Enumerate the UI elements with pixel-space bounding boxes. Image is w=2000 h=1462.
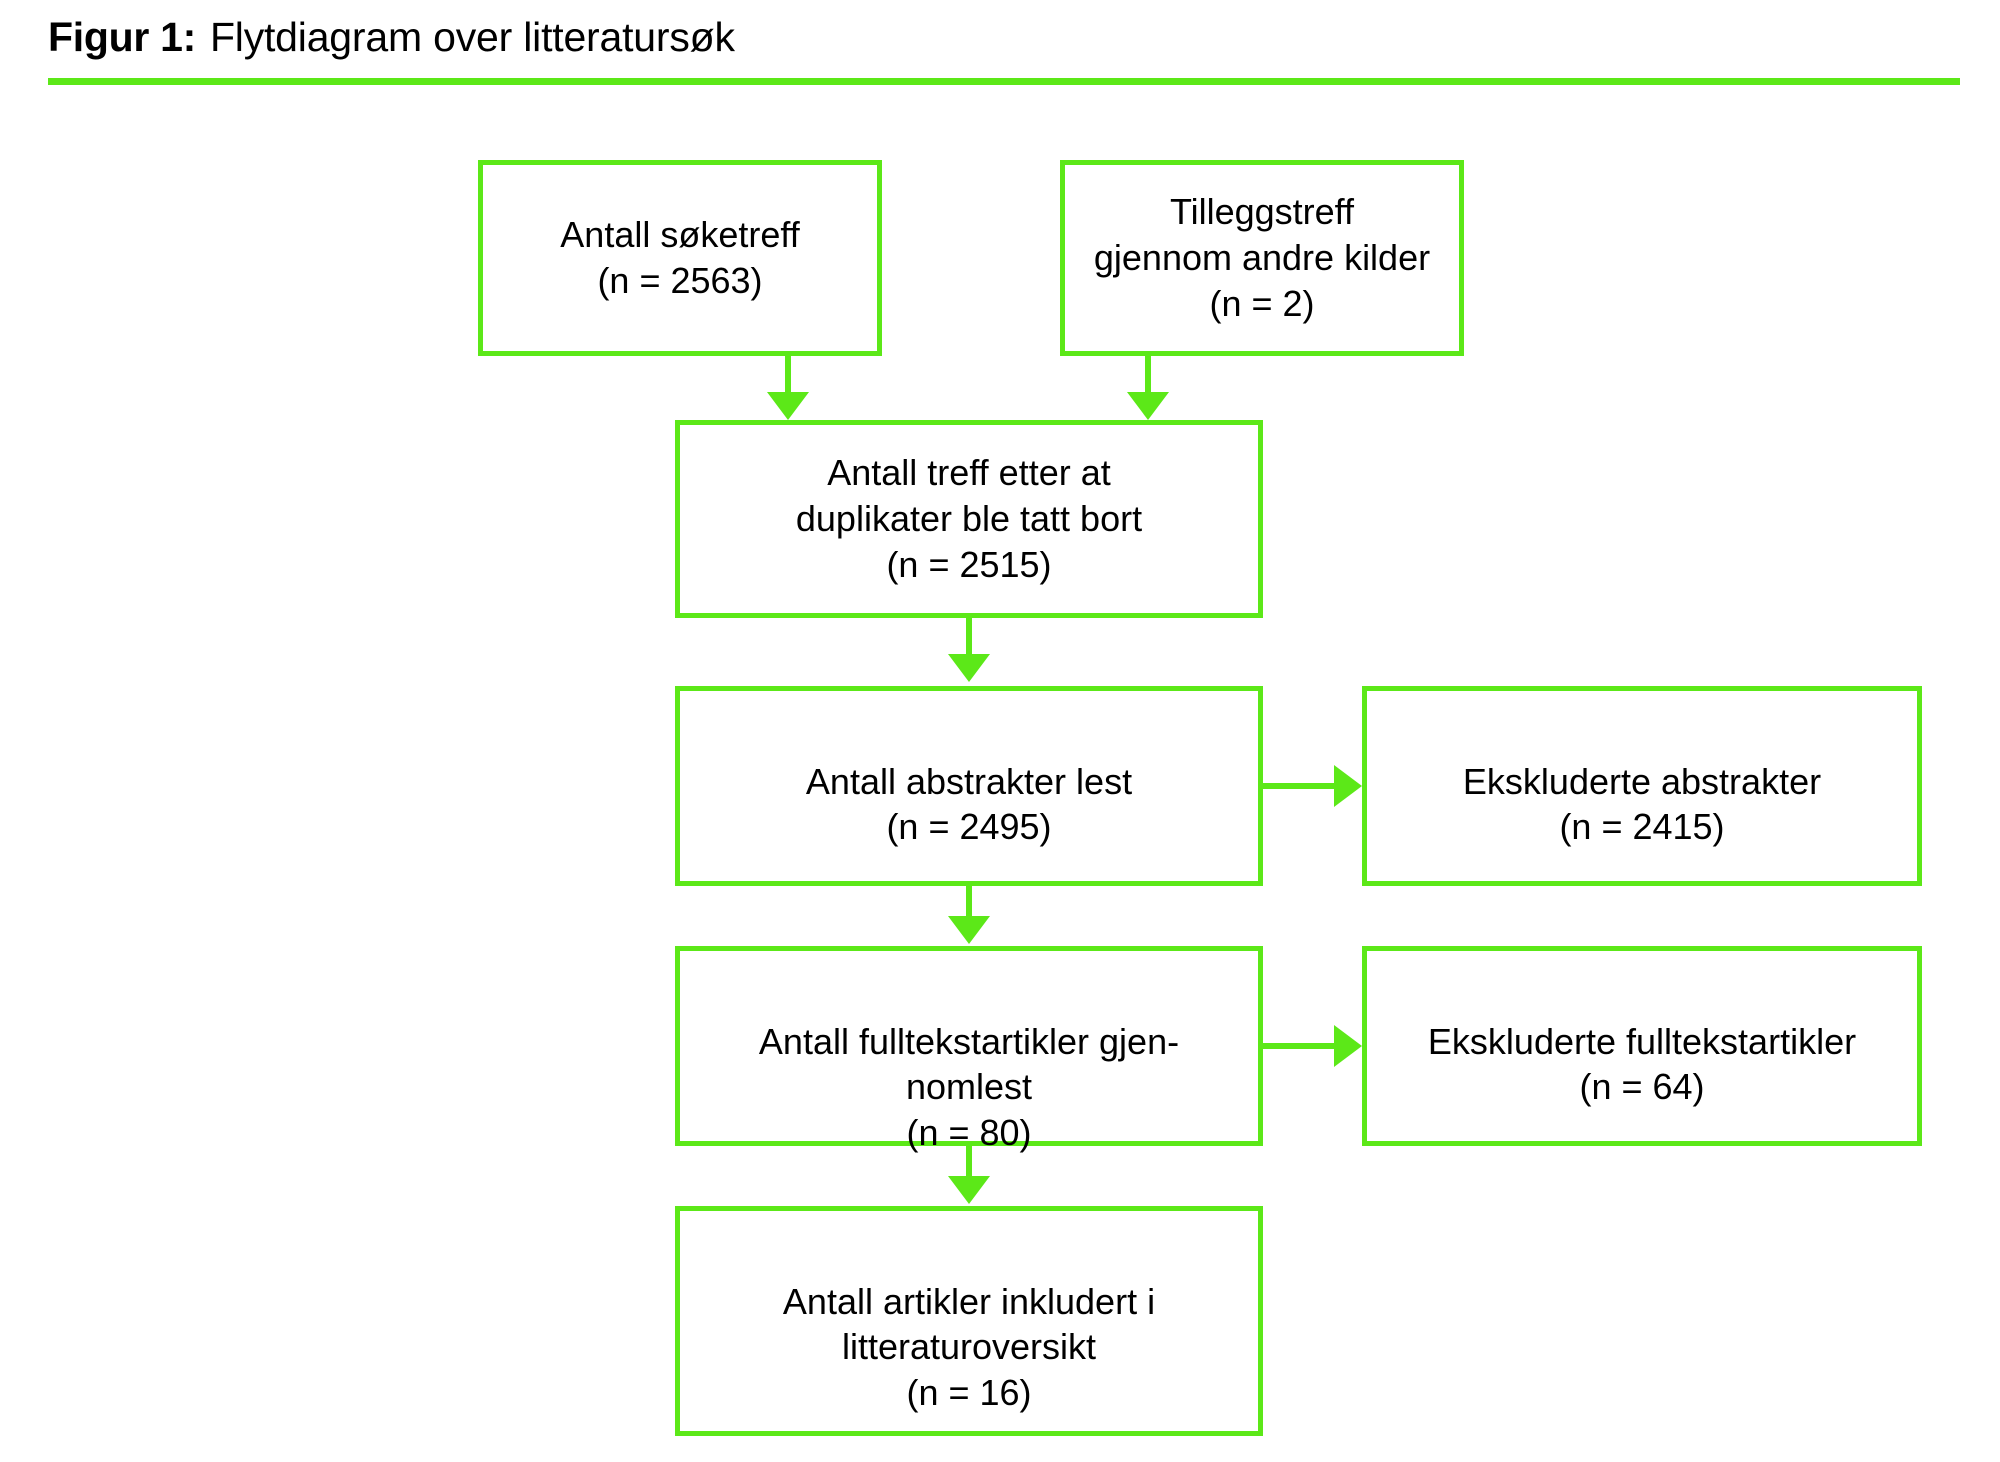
flow-node-additional-hits-label: Tilleggstreff gjennom andre kilder (n = … xyxy=(1093,191,1431,324)
flow-node-fulltext-read: Antall fulltekstartikler gjen- nomlest (… xyxy=(675,946,1263,1153)
flow-node-additional-hits: Tilleggstreff gjennom andre kilder (n = … xyxy=(1060,160,1464,356)
connector-fulltext-read-to-included xyxy=(966,1146,972,1178)
title-divider-rule xyxy=(48,78,1960,85)
figure-title-row: Figur 1: Flytdiagram over litteratursøk xyxy=(48,14,735,61)
flow-node-excluded-fulltext-label: Ekskluderte fulltekstartikler (n = 64) xyxy=(1427,1020,1857,1108)
flow-node-included: Antall artikler inkludert i litteraturov… xyxy=(675,1206,1263,1436)
flow-node-after-duplicates-label: Antall treff etter at duplikater ble tat… xyxy=(795,452,1143,585)
flow-node-abstracts-read-label: Antall abstrakter lest (n = 2495) xyxy=(805,760,1133,848)
connector-after-duplicates-to-abstracts-read xyxy=(966,618,972,656)
arrow-right-icon xyxy=(1334,1025,1362,1067)
connector-additional-hits-to-after-duplicates xyxy=(1145,356,1151,394)
flow-node-after-duplicates: Antall treff etter at duplikater ble tat… xyxy=(675,420,1263,618)
flow-node-search-hits-label: Antall søketreff (n = 2563) xyxy=(560,214,800,301)
arrow-right-icon xyxy=(1334,765,1362,807)
figure-label: Figur 1: xyxy=(48,14,196,60)
figure-title: Flytdiagram over litteratursøk xyxy=(209,14,735,60)
arrow-down-icon xyxy=(948,1176,990,1204)
arrow-down-icon xyxy=(948,916,990,944)
flow-node-abstracts-read: Antall abstrakter lest (n = 2495) xyxy=(675,686,1263,886)
connector-abstracts-read-to-excluded-abstracts xyxy=(1263,783,1337,789)
connector-search-hits-to-after-duplicates xyxy=(785,356,791,394)
flow-node-search-hits: Antall søketreff (n = 2563) xyxy=(478,160,882,356)
arrow-down-icon xyxy=(948,654,990,682)
connector-fulltext-read-to-excluded-fulltext xyxy=(1263,1043,1337,1049)
arrow-down-icon xyxy=(767,392,809,420)
arrow-down-icon xyxy=(1127,392,1169,420)
flow-node-excluded-abstracts-label: Ekskluderte abstrakter (n = 2415) xyxy=(1462,760,1822,848)
flow-node-fulltext-read-label: Antall fulltekstartikler gjen- nomlest (… xyxy=(758,1020,1180,1154)
flow-node-excluded-fulltext: Ekskluderte fulltekstartikler (n = 64) xyxy=(1362,946,1922,1146)
connector-abstracts-read-to-fulltext-read xyxy=(966,886,972,918)
flow-node-excluded-abstracts: Ekskluderte abstrakter (n = 2415) xyxy=(1362,686,1922,886)
flow-node-included-label: Antall artikler inkludert i litteraturov… xyxy=(782,1280,1156,1414)
